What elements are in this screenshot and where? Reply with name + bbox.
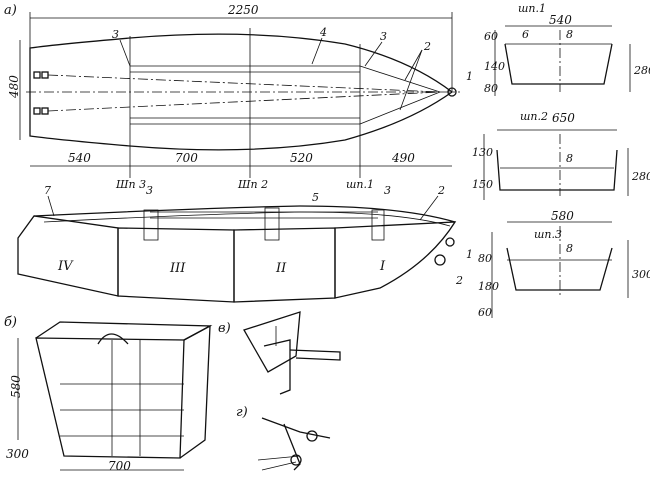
callout-1b: 1 — [466, 248, 473, 261]
sec1-d80: 80 — [484, 82, 498, 95]
seg-540: 540 — [68, 151, 91, 165]
callout-1a: 1 — [466, 70, 473, 83]
view-g-label: г) — [236, 405, 248, 420]
callout-4: 4 — [319, 26, 327, 39]
callout-2c: 2 — [455, 274, 463, 287]
seg-700: 700 — [175, 151, 198, 165]
section-IV: IV — [57, 259, 74, 274]
detail-g: г) — [236, 405, 331, 471]
section-frame1: шп.1 540 60 140 80 280 6 8 — [484, 2, 650, 96]
callout-3c: 3 — [146, 184, 153, 197]
callout-8a: 8 — [566, 28, 573, 41]
section-II: II — [275, 261, 287, 276]
frame2-title: шп.2 — [520, 110, 548, 123]
sec1-width: 540 — [549, 13, 572, 27]
callout-3d: 3 — [384, 184, 391, 197]
pack-height: 580 — [9, 375, 23, 398]
callout-8b: 8 — [566, 152, 573, 165]
sec3-width: 580 — [551, 209, 574, 223]
sec1-d60: 60 — [484, 30, 498, 43]
panel-IV — [17, 215, 119, 297]
perspective-view: IV III II I 7 3 5 3 2 1 2 — [17, 184, 473, 303]
frame3-plan: Шп 3 — [115, 178, 146, 191]
section-frame2: шп.2 650 130 150 280 8 — [472, 110, 650, 200]
callout-6: 6 — [522, 28, 529, 41]
overall-length: 2250 — [227, 3, 259, 17]
callout-5: 5 — [312, 191, 319, 204]
section-frame3: шп.3 580 80 180 60 300 8 — [478, 209, 650, 319]
panel-I — [334, 221, 457, 299]
sec1-d140: 140 — [484, 60, 505, 73]
frame1-plan: шп.1 — [346, 178, 374, 191]
view-v-label: в) — [218, 321, 231, 336]
sec3-d60: 60 — [478, 306, 492, 319]
sec2-h: 280 — [631, 170, 650, 183]
seg-490: 490 — [391, 151, 415, 165]
pack-depth: 300 — [6, 447, 29, 461]
view-a-label: а) — [4, 3, 17, 18]
sec1-h: 280 — [633, 64, 650, 77]
sec3-d80: 80 — [478, 252, 492, 265]
section-I: I — [379, 259, 386, 274]
seg-520: 520 — [290, 151, 313, 165]
overall-width: 480 — [7, 75, 21, 99]
frame1-title: шп.1 — [518, 2, 546, 15]
callout-7: 7 — [44, 184, 51, 197]
section-III: III — [169, 261, 186, 276]
packed-view: б) 580 700 300 — [4, 315, 213, 473]
callout-3b: 3 — [380, 30, 387, 43]
callout-3a: 3 — [112, 28, 119, 41]
plan-view: а) 2250 480 3 — [4, 3, 473, 191]
pack-width: 700 — [108, 459, 131, 473]
sec2-d130: 130 — [472, 146, 493, 159]
sec3-h: 300 — [632, 268, 650, 281]
callout-8c: 8 — [566, 242, 573, 255]
detail-v: в) — [218, 311, 341, 395]
sec2-width: 650 — [552, 111, 575, 125]
frame3-title: шп.3 — [534, 228, 562, 241]
callout-2a: 2 — [423, 40, 431, 53]
view-b-label: б) — [4, 315, 17, 330]
frame2-plan: Шп 2 — [237, 178, 268, 191]
sec2-d150: 150 — [472, 178, 493, 191]
sec3-d180: 180 — [478, 280, 499, 293]
callout-2b: 2 — [437, 184, 445, 197]
